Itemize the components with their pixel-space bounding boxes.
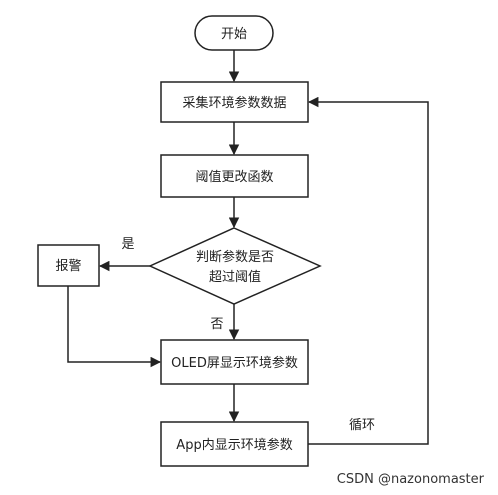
edge-label-no: 否	[210, 317, 223, 332]
decision-label-line2: 超过阈值	[209, 269, 261, 285]
watermark: CSDN @nazonomaster	[336, 472, 484, 487]
start-label: 开始	[221, 27, 247, 42]
decision-node	[148, 227, 322, 305]
edge-label-yes: 是	[121, 237, 134, 252]
edge-label-loop: 循环	[349, 418, 375, 433]
decision-label-line1: 判断参数是否	[196, 249, 274, 265]
threshold-label: 阈值更改函数	[195, 169, 273, 185]
edge-loop-app-collect	[307, 96, 429, 445]
oled-label: OLED屏显示环境参数	[171, 355, 298, 371]
app-label: App内显示环境参数	[176, 437, 292, 453]
collect-node	[160, 81, 309, 123]
edge-alarm-oled	[67, 286, 162, 368]
alarm-label: 报警	[55, 258, 81, 274]
collect-label: 采集环境参数数据	[182, 95, 286, 111]
app-node	[160, 421, 309, 467]
alarm-node	[37, 244, 100, 287]
